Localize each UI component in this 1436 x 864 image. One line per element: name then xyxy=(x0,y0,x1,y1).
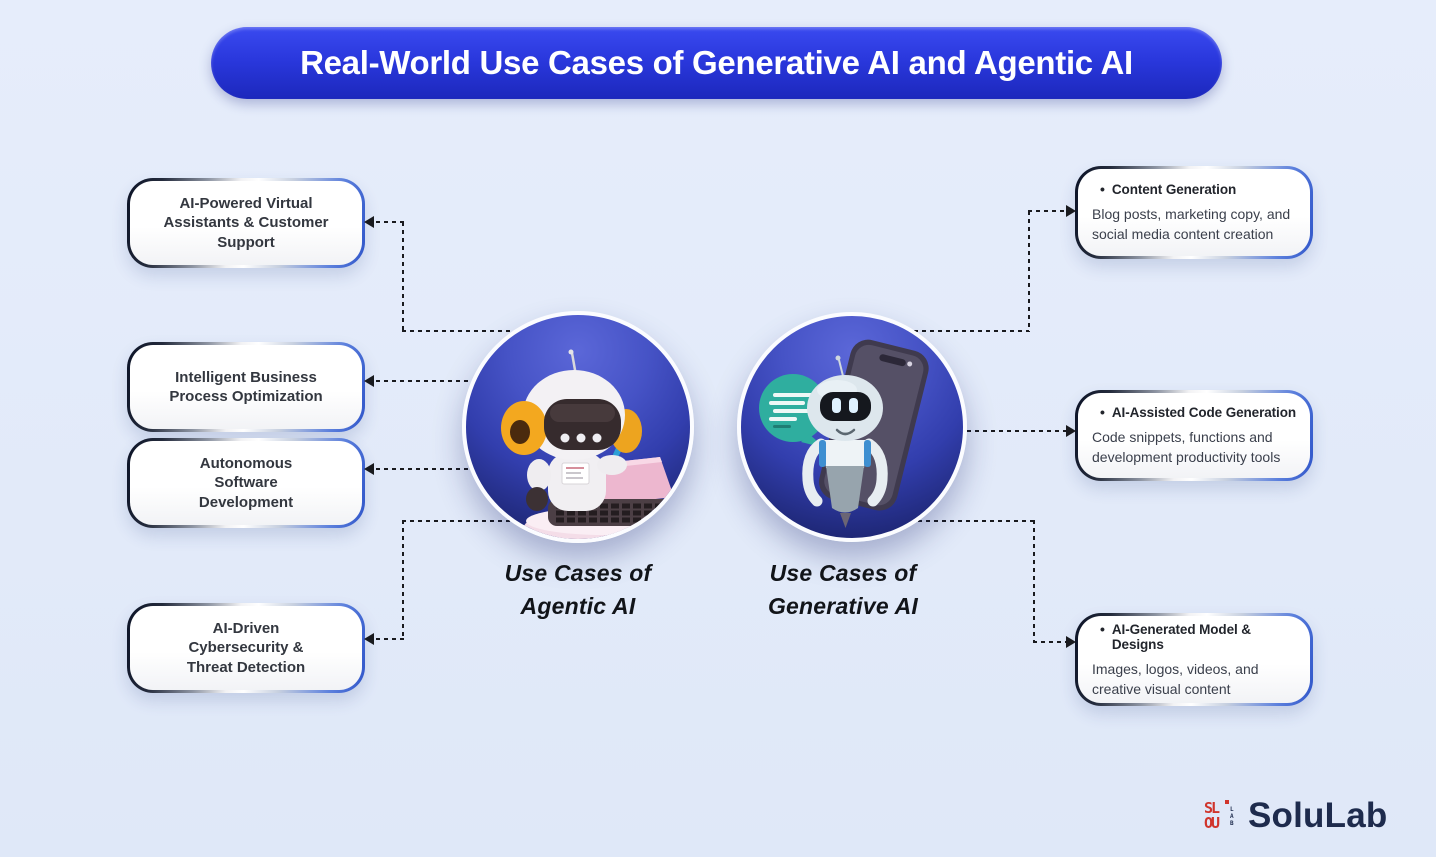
box-title: AI-Generated Model & Designs xyxy=(1111,621,1251,652)
arrowhead-left-icon xyxy=(364,633,374,645)
agentic-box-process-optimization: Intelligent Business Process Optimizatio… xyxy=(127,342,365,432)
card-body: AI-Driven Cybersecurity & Threat Detecti… xyxy=(130,606,362,690)
agentic-box-virtual-assistants: AI-Powered Virtual Assistants & Customer… xyxy=(127,178,365,268)
bullet-icon: • xyxy=(1100,181,1105,197)
generative-box-model-designs: • AI-Generated Model & Designs Images, l… xyxy=(1075,613,1313,706)
agentic-circle xyxy=(462,311,694,543)
caption-line: Agentic AI xyxy=(520,593,636,619)
card-body: • AI-Assisted Code Generation Code snipp… xyxy=(1078,393,1310,478)
box-desc-line: Blog posts, marketing copy, and xyxy=(1092,206,1291,222)
box-title-row: • Content Generation xyxy=(1092,181,1236,197)
box-line: AI-Driven xyxy=(212,619,280,637)
agentic-box-cybersecurity: AI-Driven Cybersecurity & Threat Detecti… xyxy=(127,603,365,693)
bullet-icon: • xyxy=(1100,404,1105,420)
box-desc-line: development productivity tools xyxy=(1092,449,1281,465)
box-title: Content Generation xyxy=(1111,182,1237,197)
card-body: • AI-Generated Model & Designs Images, l… xyxy=(1078,616,1310,703)
caption-line: Generative AI xyxy=(767,593,919,619)
generative-box-content-generation: • Content Generation Blog posts, marketi… xyxy=(1075,166,1313,259)
arrowhead-right-icon xyxy=(1066,205,1076,217)
box-line: Support xyxy=(217,233,275,251)
box-line: Assistants & Customer xyxy=(163,214,329,232)
generative-caption: Use Cases of Generative AI xyxy=(723,557,963,623)
arrowhead-right-icon xyxy=(1066,636,1076,648)
generative-circle xyxy=(737,312,967,542)
agentic-caption: Use Cases of Agentic AI xyxy=(458,557,698,623)
arrowhead-left-icon xyxy=(364,375,374,387)
box-title-row: • AI-Generated Model & Designs xyxy=(1092,621,1296,652)
speech-bubble-icon xyxy=(759,374,827,448)
arrowhead-left-icon xyxy=(364,216,374,228)
box-line: Autonomous xyxy=(199,454,293,472)
solulab-logo: SL OU L A B SoluLab xyxy=(1203,794,1387,838)
box-line: Development xyxy=(198,493,294,511)
svg-text:SL: SL xyxy=(1204,799,1220,817)
agentic-robot-illustration xyxy=(501,349,684,539)
box-title: AI-Assisted Code Generation xyxy=(1111,405,1296,420)
box-line: Software xyxy=(214,474,278,492)
svg-text:B: B xyxy=(1230,820,1234,827)
box-line: Intelligent Business xyxy=(175,368,317,386)
agentic-box-autonomous-software: Autonomous Software Development xyxy=(127,438,365,528)
solulab-logo-text: SoluLab xyxy=(1248,796,1388,835)
card-body: • Content Generation Blog posts, marketi… xyxy=(1078,169,1310,256)
caption-line: Use Cases of xyxy=(769,560,917,586)
caption-line: Use Cases of xyxy=(504,560,652,586)
svg-text:OU: OU xyxy=(1204,814,1220,832)
arrowhead-right-icon xyxy=(1066,425,1076,437)
box-line: Cybersecurity & xyxy=(188,639,304,657)
box-line: Process Optimization xyxy=(169,388,323,405)
title-banner: Real-World Use Cases of Generative AI an… xyxy=(211,27,1222,99)
box-line: AI-Powered Virtual xyxy=(179,194,313,212)
arrowhead-left-icon xyxy=(364,463,374,475)
svg-text:L: L xyxy=(1230,806,1234,813)
box-line: Threat Detection xyxy=(186,658,306,676)
card-body: Intelligent Business Process Optimizatio… xyxy=(130,345,362,429)
solulab-logo-icon: SL OU L A B xyxy=(1204,799,1234,832)
box-desc-line: Images, logos, videos, and xyxy=(1092,660,1259,677)
box-desc-line: Code snippets, functions and xyxy=(1092,429,1273,445)
page-title: Real-World Use Cases of Generative AI an… xyxy=(300,44,1133,81)
generative-box-code-generation: • AI-Assisted Code Generation Code snipp… xyxy=(1075,390,1313,481)
bullet-icon: • xyxy=(1100,620,1105,637)
generative-robot-illustration xyxy=(759,339,929,528)
bottom-strip xyxy=(0,857,1436,864)
svg-text:A: A xyxy=(1230,813,1234,820)
card-body: Autonomous Software Development xyxy=(130,441,362,525)
card-body: AI-Powered Virtual Assistants & Customer… xyxy=(130,181,362,265)
box-desc-line: social media content creation xyxy=(1092,226,1274,242)
box-title-row: • AI-Assisted Code Generation xyxy=(1092,404,1296,420)
box-desc-line: creative visual content xyxy=(1092,680,1231,697)
